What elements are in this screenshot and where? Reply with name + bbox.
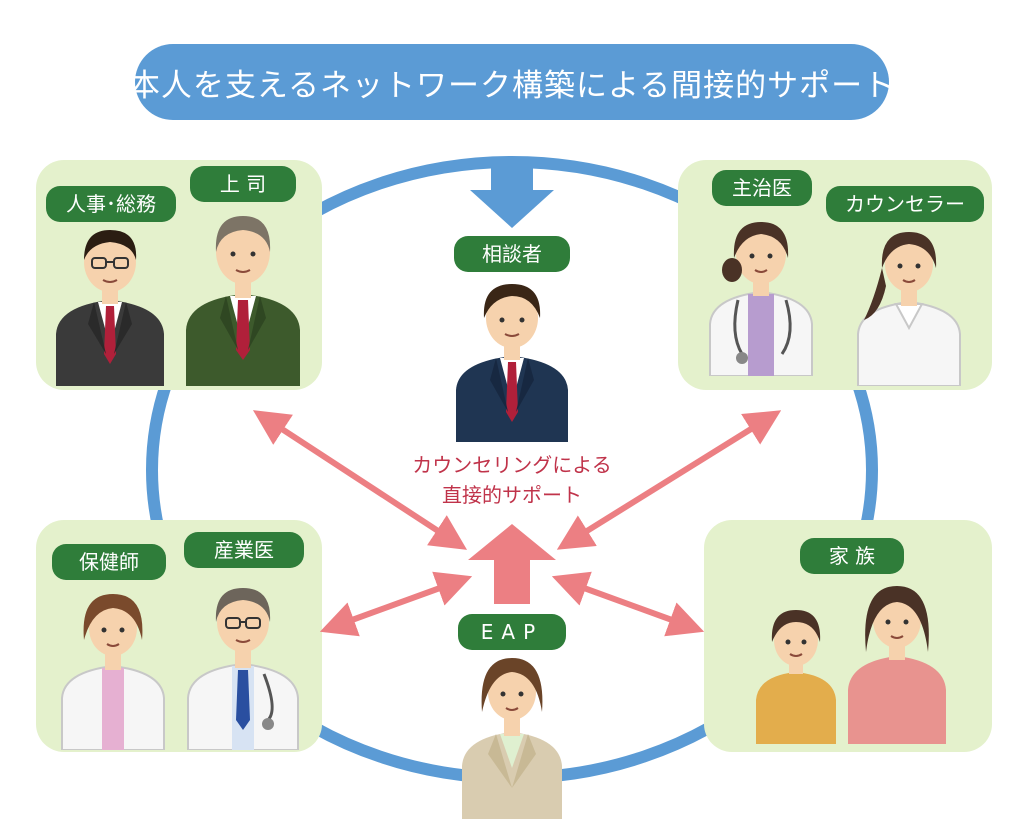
caption-line-1: カウンセリングによる: [412, 453, 612, 477]
label-occupational-doctor: 産業医: [184, 532, 304, 568]
attending-doctor-figure: [709, 222, 813, 376]
eap-up-arrow: [468, 524, 556, 604]
label-boss: 上 司: [190, 166, 296, 202]
hr-staff-figure: [56, 230, 164, 386]
spouse-figure: [848, 586, 946, 744]
label-family: 家 族: [800, 538, 904, 574]
diagram-title: 本人を支えるネットワーク構築による間接的サポート: [128, 67, 896, 104]
arrow-health: [319, 571, 473, 637]
counselor-figure: [857, 232, 961, 386]
label-client: 相談者: [454, 236, 570, 272]
direct-support-caption: カウンセリングによる 直接的サポート: [360, 450, 664, 510]
client-figure: [456, 284, 568, 442]
title-banner: 本人を支えるネットワーク構築による間接的サポート: [129, 44, 894, 120]
eap-counselor-figure: [462, 658, 562, 819]
occupational-doctor-figure: [187, 588, 299, 750]
label-counselor: カウンセラー: [826, 186, 984, 222]
label-nurse: 保健師: [52, 544, 166, 580]
arrow-medical: [556, 410, 782, 550]
label-doctor: 主治医: [712, 170, 812, 206]
label-eap: EAP: [458, 614, 566, 650]
label-hr: 人事･総務: [46, 186, 176, 222]
arrow-family: [551, 571, 705, 637]
blue-down-arrow: [470, 158, 554, 228]
arrow-workplace: [252, 410, 468, 550]
boss-figure: [186, 216, 300, 386]
nurse-figure: [61, 594, 165, 750]
caption-line-2: 直接的サポート: [442, 483, 582, 507]
child-figure: [756, 610, 836, 744]
